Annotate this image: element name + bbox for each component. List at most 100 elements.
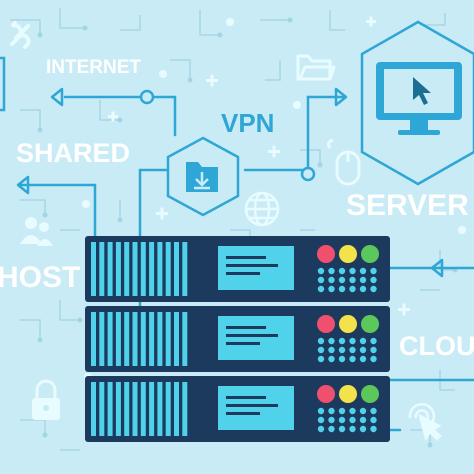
- status-led: [317, 385, 335, 403]
- port-dot: [349, 416, 356, 424]
- port-dot: [349, 407, 356, 415]
- port-dot: [370, 346, 377, 354]
- port-dot: [317, 355, 325, 363]
- vent-slot: [91, 312, 96, 366]
- internet-label: INTERNET: [46, 57, 141, 78]
- port-dot: [359, 346, 367, 354]
- port-dot: [338, 285, 346, 293]
- vent-slot: [174, 242, 179, 296]
- display-line: [226, 396, 266, 399]
- display-line: [226, 334, 278, 337]
- vent-slot: [91, 382, 96, 436]
- display-line: [226, 404, 278, 407]
- display-line: [226, 342, 260, 345]
- link-icon: [10, 21, 31, 49]
- host-label: HOST: [0, 261, 81, 294]
- port-dot: [359, 285, 367, 293]
- port-dot: [349, 425, 356, 433]
- port-dot: [317, 416, 325, 424]
- folder-icon: [296, 54, 336, 81]
- vent-slot: [124, 312, 130, 366]
- vent-slot: [182, 242, 188, 296]
- port-dot: [317, 267, 325, 275]
- port-dot: [338, 425, 346, 433]
- vent-slot: [124, 382, 130, 436]
- vent-slot: [115, 312, 121, 366]
- port-dot: [349, 355, 356, 363]
- vent-slot: [157, 382, 163, 436]
- port-dot: [370, 355, 377, 363]
- port-dot: [328, 425, 335, 433]
- vent-slot: [107, 312, 113, 366]
- monitor-cursor-icon: [360, 20, 474, 186]
- vent-slot: [91, 242, 96, 296]
- port-dot: [359, 267, 367, 275]
- port-dot: [317, 285, 325, 293]
- vent-slot: [99, 242, 105, 296]
- download-folder-icon: [166, 136, 240, 217]
- port-dot: [317, 407, 325, 415]
- vent-slot: [115, 382, 121, 436]
- vent-slot: [165, 382, 171, 436]
- vpn-label: VPN: [221, 108, 275, 138]
- vent-slot: [99, 312, 105, 366]
- vent-slot: [174, 382, 179, 436]
- vent-slot: [165, 242, 171, 296]
- port-dot: [317, 276, 325, 284]
- port-dot: [359, 355, 367, 363]
- port-dot: [349, 267, 356, 275]
- port-dot: [328, 355, 335, 363]
- display-line: [226, 264, 278, 267]
- vent-slot: [132, 242, 138, 296]
- display-line: [226, 272, 260, 275]
- port-dot: [359, 276, 367, 284]
- port-dot: [317, 425, 325, 433]
- globe-icon: [244, 191, 280, 227]
- vent-slot: [182, 382, 188, 436]
- port-dot: [328, 285, 335, 293]
- server-label: SERVER: [346, 189, 469, 222]
- display-panel: [218, 386, 294, 430]
- status-led: [339, 385, 357, 403]
- server-rack: [85, 236, 390, 442]
- display-line: [226, 256, 266, 259]
- status-led: [339, 245, 357, 263]
- click-icon: [408, 402, 442, 441]
- port-dot: [370, 267, 377, 275]
- vent-slot: [115, 242, 121, 296]
- status-led: [317, 315, 335, 333]
- port-dot: [338, 355, 346, 363]
- port-dot: [338, 407, 346, 415]
- port-dot: [359, 337, 367, 345]
- display-panel: [218, 316, 294, 360]
- port-dot: [328, 267, 335, 275]
- port-dot: [328, 346, 335, 354]
- vent-slot: [149, 382, 155, 436]
- vent-slot: [182, 312, 188, 366]
- port-dot: [338, 267, 346, 275]
- display-line: [226, 412, 260, 415]
- port-dot: [370, 285, 377, 293]
- port-dot: [359, 407, 367, 415]
- mouse-icon: [327, 138, 361, 186]
- users-icon: [20, 217, 53, 246]
- status-led: [339, 315, 357, 333]
- vent-slot: [99, 382, 105, 436]
- vent-slot: [140, 312, 146, 366]
- vent-slot: [140, 382, 146, 436]
- shared-label: SHARED: [16, 138, 131, 168]
- port-dot: [349, 337, 356, 345]
- port-dot: [317, 337, 325, 345]
- vent-slot: [124, 242, 130, 296]
- port-dot: [359, 416, 367, 424]
- vent-slot: [107, 382, 113, 436]
- status-led: [317, 245, 335, 263]
- port-dot: [359, 425, 367, 433]
- port-dot: [338, 276, 346, 284]
- status-led: [361, 385, 379, 403]
- vent-slot: [140, 242, 146, 296]
- vent-slot: [132, 312, 138, 366]
- vent-slot: [174, 312, 179, 366]
